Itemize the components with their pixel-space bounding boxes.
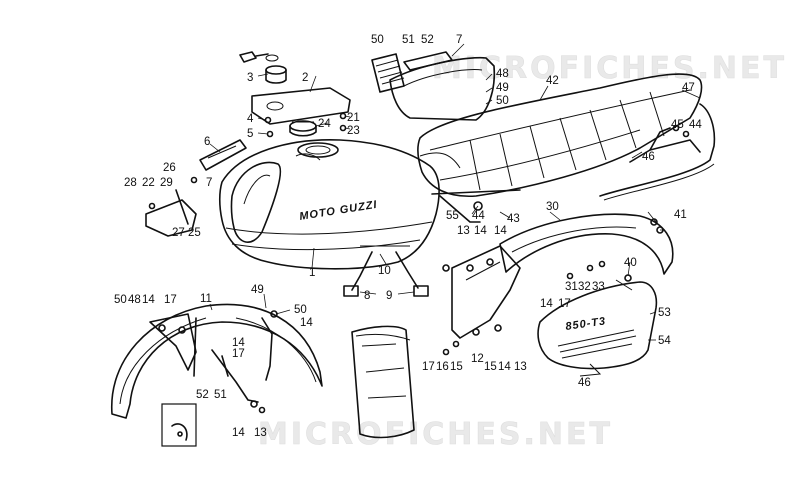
callout-14-stay: 14 (232, 337, 245, 349)
callout-19-right: 23 (347, 125, 360, 137)
callout-15-bottom-b: 15 (484, 361, 497, 373)
callout-36: 45 (671, 119, 684, 131)
mudguard-bracket (451, 245, 521, 339)
callout-14-bottom: 14 (498, 361, 511, 373)
callout-43: 51 (402, 34, 415, 46)
fuel-taps (343, 245, 429, 297)
callout-40: 49 (496, 82, 509, 94)
callout-16: 16 (436, 361, 449, 373)
callout-23: 27 (172, 227, 185, 239)
callout-50-right: 50 (294, 304, 307, 316)
mudguard-stays (149, 310, 278, 414)
callout-2: 2 (302, 72, 308, 84)
callout-44-top: 52 (421, 34, 434, 46)
tank-brand-text: MOTO GUZZI (299, 199, 379, 223)
tank-bracket-front (199, 139, 247, 171)
seat (417, 73, 703, 198)
leader-lines (209, 43, 701, 341)
callout-17-bottom: 17 (422, 361, 435, 373)
callout-29: 33 (592, 281, 605, 293)
tank-logo: MOTO GUZZI (299, 199, 379, 223)
callout-17-stay: 17 (232, 348, 245, 360)
callout-17-left: 17 (164, 294, 177, 306)
callout-8: 8 (364, 290, 370, 302)
rear-mudguard (499, 213, 674, 275)
callout-9: 9 (386, 290, 392, 302)
callout-17-mid: 17 (558, 298, 571, 310)
callout-15-top: 14 (494, 225, 507, 237)
callout-4: 4 (247, 113, 254, 125)
callout-22: 26 (163, 162, 176, 174)
cap-lock (239, 51, 287, 84)
seat-strap (431, 189, 521, 223)
callout-14-right: 14 (300, 317, 313, 329)
seat-bolt (473, 201, 483, 211)
callout-18: 21 (347, 112, 360, 124)
callout-14-lower: 14 (232, 427, 245, 439)
tool-bag (351, 325, 415, 439)
t4-detail-box (161, 403, 197, 447)
callout-12: 12 (471, 353, 484, 365)
callout-14-left: 14 (142, 294, 155, 306)
callout-37: 46 (642, 151, 655, 163)
callout-39: 48 (496, 68, 509, 80)
callout-1: 1 (309, 267, 315, 279)
hardware-small (442, 260, 632, 356)
callout-21: 25 (188, 227, 201, 239)
grab-rail (599, 103, 716, 201)
fuel-tank (218, 139, 440, 270)
callout-14-mid: 14 (540, 298, 553, 310)
callout-51: 51 (214, 389, 227, 401)
callout-52: 52 (196, 389, 209, 401)
callout-34: 44 (472, 210, 485, 222)
callout-5: 5 (247, 128, 253, 140)
callout-32: 42 (546, 75, 559, 87)
side-cover-right (537, 279, 658, 377)
callout-38: 47 (682, 82, 695, 94)
callout-46: 46 (578, 377, 591, 389)
callout-27: 31 (565, 281, 578, 293)
fuel-cap (289, 120, 317, 137)
callout-25: 29 (160, 177, 173, 189)
callout-48: 48 (128, 294, 141, 306)
callout-47: 55 (446, 210, 459, 222)
callout-10: 10 (378, 265, 391, 277)
callout-14-top: 14 (474, 225, 487, 237)
callout-50-left: 50 (114, 294, 127, 306)
cover-lettering: 850-T3 (565, 315, 607, 333)
callout-49: 49 (251, 284, 264, 296)
side-cover-upper (371, 51, 496, 121)
callout-15-bottom: 15 (450, 361, 463, 373)
callout-7-left: 7 (206, 177, 212, 189)
callout-41: 50 (496, 95, 509, 107)
callout-11: 11 (200, 293, 212, 305)
callout-labels: 3 2 4 5 24 21 23 6 26 28 22 29 7 27 25 1… (114, 34, 702, 439)
callout-28: 32 (578, 281, 591, 293)
frame-bracket-left (145, 176, 198, 237)
callout-44-right: 53 (658, 307, 671, 319)
callout-24: 28 (124, 177, 137, 189)
callout-7-top: 7 (456, 34, 462, 46)
screws-cap (264, 112, 347, 138)
callout-42: 50 (371, 34, 384, 46)
callout-13-top: 13 (457, 225, 470, 237)
filler-plate (251, 87, 351, 125)
callout-6: 6 (204, 136, 210, 148)
callout-19-left: 22 (142, 177, 155, 189)
callout-31: 41 (674, 209, 687, 221)
callout-30: 40 (624, 257, 637, 269)
callout-35: 44 (689, 119, 702, 131)
callout-13-bottom: 13 (514, 361, 527, 373)
watermark-top: MICROFICHES.NET (432, 51, 787, 86)
callout-33: 43 (507, 213, 520, 225)
callout-3: 3 (247, 72, 253, 84)
watermark-bottom: MICROFICHES.NET (258, 417, 613, 452)
callout-20: 24 (318, 118, 331, 130)
callout-26: 30 (546, 201, 559, 213)
callout-45: 54 (658, 335, 671, 347)
callout-13-lower: 13 (254, 427, 267, 439)
